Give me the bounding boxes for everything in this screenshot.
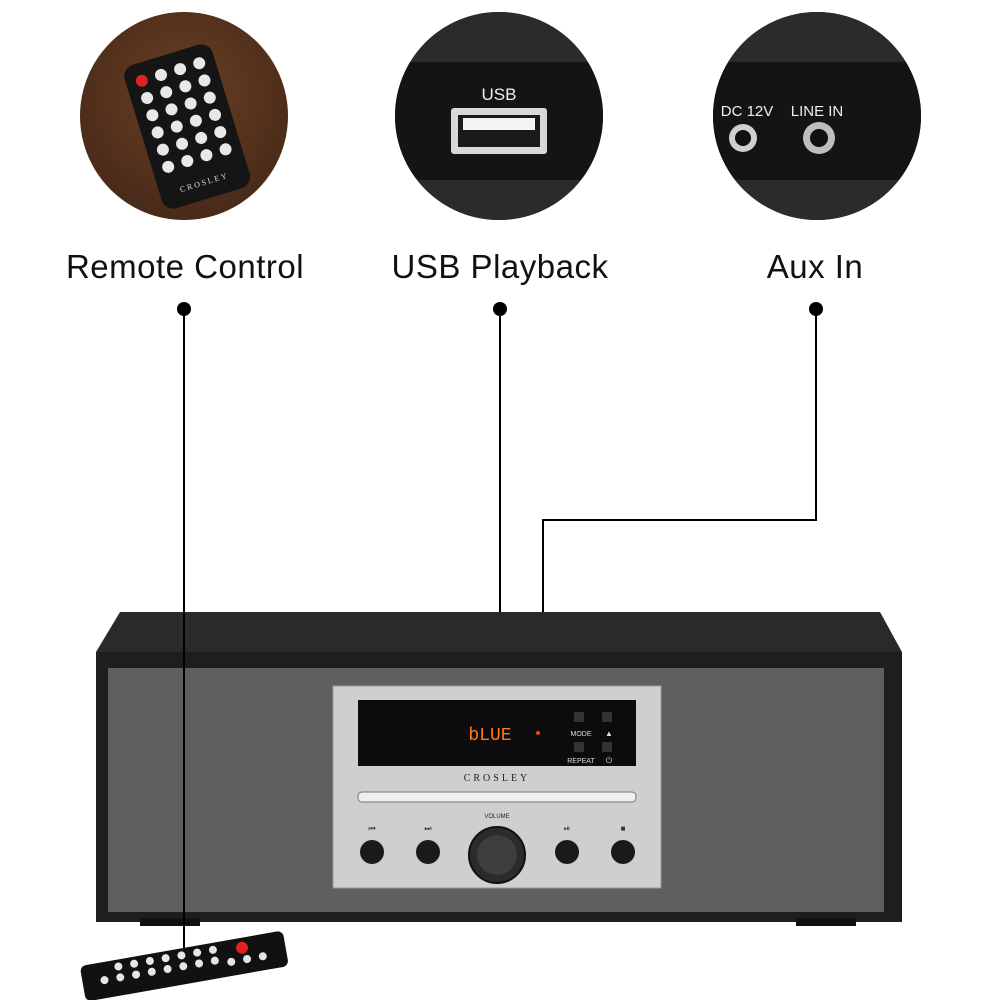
display-readout: bLUE	[468, 726, 511, 746]
feature-label-usb: USB Playback	[391, 248, 609, 285]
power-symbol: ⏻	[606, 756, 613, 765]
play-pause-symbol: ⏯	[564, 824, 570, 833]
small-remote	[80, 931, 288, 1000]
mode-label: MODE	[571, 731, 592, 738]
display-window	[358, 700, 636, 766]
prev-symbol: ⏮	[368, 824, 375, 833]
volume-label: VOLUME	[484, 814, 509, 820]
line-in-label: LINE IN	[791, 103, 844, 120]
play-pause-button	[555, 840, 579, 864]
cd-slot	[357, 791, 637, 803]
usb-port-label: USB	[482, 85, 517, 104]
prev-button	[360, 840, 384, 864]
feature-label-remote: Remote Control	[65, 248, 305, 285]
stop-button	[611, 840, 635, 864]
eject-symbol: ▲	[605, 729, 613, 738]
remote-control-photo: CROSLEY	[80, 12, 288, 220]
next-symbol: ⏭	[424, 824, 431, 833]
repeat-label: REPEAT	[567, 758, 595, 765]
dc-input-label: DC 12V	[721, 103, 774, 120]
usb-port-photo: USB	[395, 12, 603, 220]
feature-label-aux: Aux In	[766, 248, 864, 285]
cabinet-top	[96, 612, 902, 652]
next-button	[416, 840, 440, 864]
stop-symbol: ■	[621, 824, 626, 833]
aux-callout-line	[542, 309, 817, 612]
device-brand: CROSLEY	[464, 773, 531, 784]
aux-input-photo: DC 12V LINE IN	[713, 12, 921, 220]
